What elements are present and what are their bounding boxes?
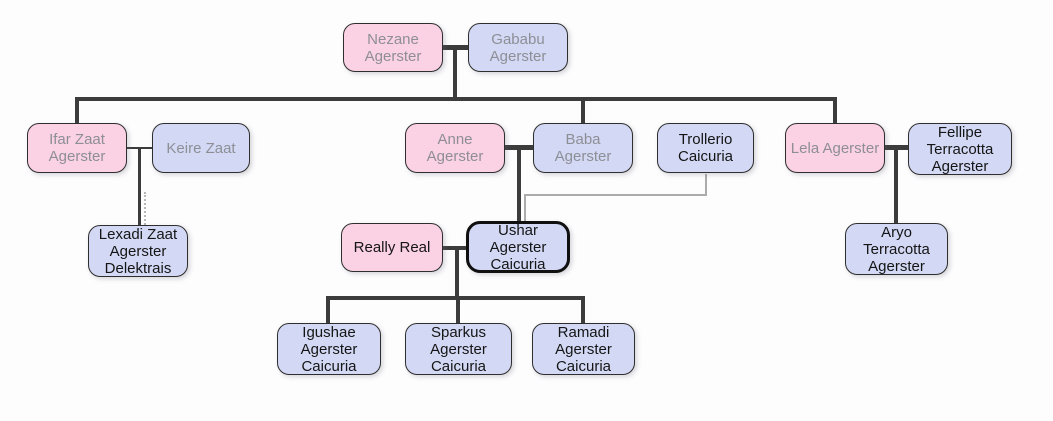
node-nezane-agerster[interactable]: Nezane Agerster	[343, 23, 443, 72]
node-baba-agerster[interactable]: Baba Agerster	[533, 123, 633, 173]
node-lexadi-zaat-agerster-delektrais[interactable]: Lexadi Zaat Agerster Delektrais	[88, 225, 188, 277]
node-lela-agerster[interactable]: Lela Agerster	[785, 123, 885, 173]
edge-drop-to-lexadi	[138, 148, 141, 225]
node-trollerio-caicuria[interactable]: Trollerio Caicuria	[657, 123, 754, 173]
edge-drop-really-union	[455, 250, 459, 298]
edge-marriage-lela-fellipe	[885, 145, 908, 150]
node-keire-zaat[interactable]: Keire Zaat	[152, 123, 250, 173]
node-ramadi-agerster-caicuria[interactable]: Ramadi Agerster Caicuria	[532, 323, 635, 375]
edge-marriage-anne-baba	[505, 145, 533, 150]
edge-drop-to-ramadi	[581, 298, 585, 323]
edge-drop-nezane-union	[453, 47, 457, 99]
edge-drop-to-ushar	[517, 149, 521, 221]
edge-drop-to-sparkus	[456, 298, 460, 323]
node-fellipe-terracotta-agerster[interactable]: Fellipe Terracotta Agerster	[908, 123, 1012, 175]
edge-drop-to-aryo	[894, 149, 898, 223]
edge-trollerio-down	[705, 174, 707, 196]
node-ifar-zaat-agerster[interactable]: Ifar Zaat Agerster	[27, 123, 127, 173]
edge-drop-to-lela	[833, 99, 837, 123]
edge-marriage-really-ushar	[443, 246, 466, 250]
edge-drop-to-baba	[581, 99, 585, 123]
edge-drop-to-igushae	[326, 298, 330, 323]
node-ushar-agerster-caicuria[interactable]: Ushar Agerster Caicuria	[466, 221, 570, 273]
edge-dotted-link-lexadi	[144, 192, 146, 225]
edge-trollerio-to-ushar	[524, 194, 526, 221]
edge-gen3-children-bus	[326, 296, 585, 300]
node-gababu-agerster[interactable]: Gababu Agerster	[468, 23, 568, 72]
node-anne-agerster[interactable]: Anne Agerster	[405, 123, 505, 173]
node-really-real[interactable]: Really Real	[341, 223, 443, 272]
node-sparkus-agerster-caicuria[interactable]: Sparkus Agerster Caicuria	[405, 323, 512, 375]
node-igushae-agerster-caicuria[interactable]: Igushae Agerster Caicuria	[277, 323, 381, 375]
node-aryo-terracotta-agerster[interactable]: Aryo Terracotta Agerster	[845, 223, 948, 275]
edge-gen1-children-bus	[75, 97, 837, 101]
edge-drop-to-ifar	[75, 99, 79, 123]
edge-trollerio-horizontal	[524, 194, 707, 196]
